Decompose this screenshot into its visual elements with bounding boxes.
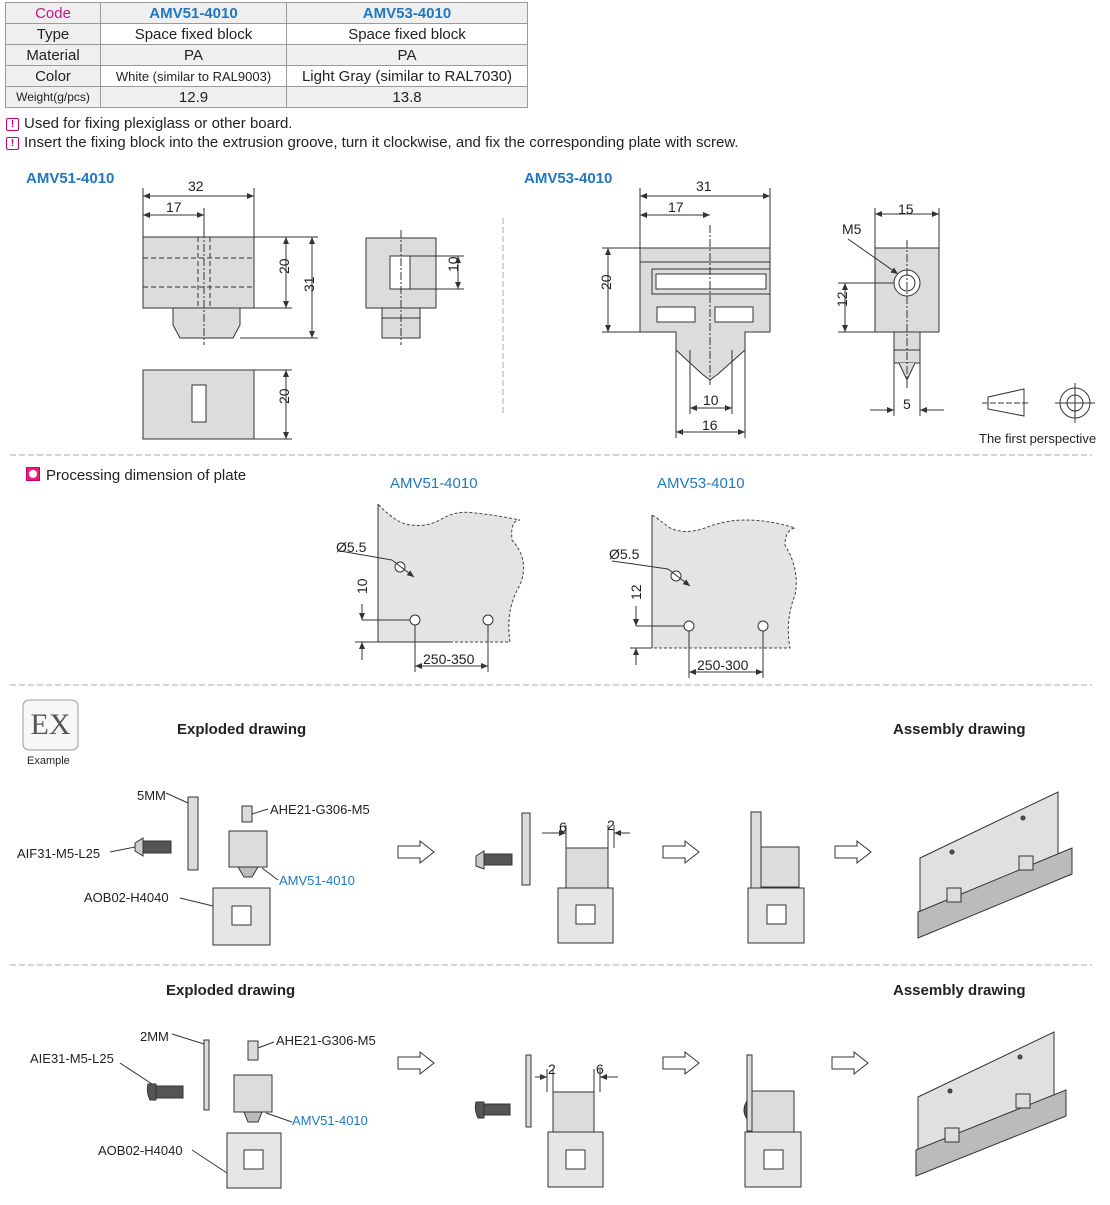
height-51: 10: [354, 578, 370, 594]
gap-a-label: 2: [548, 1061, 556, 1077]
example-row-2-labels: 2MM AHE21-G306-M5 AIE31-M5-L25 AMV51-401…: [30, 1029, 604, 1158]
dim-10: 10: [703, 392, 719, 408]
exploded-title-2: Exploded drawing: [166, 982, 296, 999]
plate-amv51: [339, 502, 525, 672]
assembly-title-1: Assembly drawing: [893, 721, 1026, 738]
block-label: AMV51-4010: [292, 1113, 368, 1128]
example-row-1-step2: [397, 811, 872, 944]
dim-20: 20: [276, 258, 292, 274]
screw-label: AIF31-M5-L25: [17, 846, 100, 861]
plate-label: 5MM: [137, 788, 166, 803]
height-53: 12: [628, 584, 644, 600]
screw-label: AIE31-M5-L25: [30, 1051, 114, 1066]
gap-b-label: 6: [596, 1061, 604, 1077]
processing-section-title: Processing dimension of plate: [26, 467, 246, 484]
profile-label: AOB02-H4040: [98, 1143, 183, 1158]
example-row-2-assembly: [915, 1031, 1067, 1177]
thread-label: M5: [842, 221, 862, 237]
note-text: Insert the fixing block into the extrusi…: [24, 134, 739, 151]
dim-20: 20: [598, 274, 614, 290]
dim-12: 12: [834, 291, 850, 307]
plate-label: 2MM: [140, 1029, 169, 1044]
dim-20-bottom: 20: [276, 388, 292, 404]
note-2: ! Insert the fixing block into the extrus…: [6, 134, 739, 151]
warning-icon: !: [6, 137, 19, 150]
pitch-51: 250-350: [423, 651, 475, 667]
example-row-2-step2: [397, 1050, 869, 1188]
perspective-label: The first perspective: [979, 431, 1097, 446]
example-row-2-exploded: [119, 1033, 293, 1189]
profile-label: AOB02-H4040: [84, 890, 169, 905]
note-text: Used for fixing plexiglass or other boar…: [24, 115, 293, 132]
amv53-side-dim-labels: 15 M5 12 5: [834, 201, 914, 412]
spec-row-label: Weight(g/pcs): [5, 86, 101, 108]
pitch-53: 250-300: [697, 657, 749, 673]
amv51-front-view: [142, 188, 318, 345]
spec-cell: White (similar to RAL9003): [100, 65, 287, 87]
table-row: Weight(g/pcs) 12.9 13.8: [5, 86, 528, 108]
warning-icon: !: [6, 118, 19, 131]
dim-32: 32: [188, 178, 204, 194]
dim-16: 16: [702, 417, 718, 433]
note-1: ! Used for fixing plexiglass or other boa…: [6, 115, 292, 132]
dim-10-side: 10: [445, 256, 461, 272]
dim-5: 5: [903, 396, 911, 412]
spec-row-label: Color: [5, 65, 101, 87]
drawing-title-amv51: AMV51-4010: [26, 170, 115, 187]
amv53-front-view: [602, 188, 771, 438]
hole-dia-53: Ø5.5: [609, 546, 640, 562]
spec-table: Code AMV51-4010 AMV53-4010 Type Space fi…: [5, 2, 528, 108]
plate-amv53: [611, 514, 797, 678]
nut-label: AHE21-G306-M5: [276, 1033, 376, 1048]
ex-badge-caption: Example: [27, 755, 70, 767]
amv51-front-dim-labels: 32 17 20 31: [166, 178, 317, 292]
plate-dim-labels: Ø5.5 10 250-350 Ø5.5 12 250-300: [336, 539, 749, 673]
spec-cell: PA: [100, 44, 287, 66]
amv53-side-view: [838, 208, 944, 416]
first-perspective-icon: [982, 383, 1095, 423]
dim-17: 17: [166, 199, 182, 215]
spec-header-col1: AMV51-4010: [100, 2, 287, 24]
example-row-1-labels: 5MM AHE21-G306-M5 AIF31-M5-L25 AMV51-401…: [17, 788, 615, 905]
example-row-1-assembly: [917, 791, 1073, 939]
drawing-title-amv53: AMV53-4010: [524, 170, 613, 187]
example-badge: [22, 699, 79, 751]
processing-right-title: AMV53-4010: [657, 475, 745, 492]
exploded-title-1: Exploded drawing: [177, 721, 307, 738]
example-row-1-exploded: [109, 792, 279, 946]
spec-cell: 13.8: [286, 86, 528, 108]
block-label: AMV51-4010: [279, 873, 355, 888]
dim-17: 17: [668, 199, 684, 215]
dim-31: 31: [301, 276, 317, 292]
dim-31: 31: [696, 178, 712, 194]
spec-row-label: Material: [5, 44, 101, 66]
amv51-side-view: [365, 230, 464, 345]
gap-b-label: 2: [607, 817, 615, 833]
amv53-front-dim-labels: 31 17 20 10 16: [598, 178, 719, 433]
spec-cell: Light Gray (similar to RAL7030): [286, 65, 528, 87]
spec-row-label: Type: [5, 23, 101, 45]
hole-dia-51: Ø5.5: [336, 539, 367, 555]
dim-15: 15: [898, 201, 914, 217]
gap-a-label: 6: [559, 819, 567, 835]
section-bullet-icon: [26, 467, 40, 481]
processing-title-text: Processing dimension of plate: [46, 467, 247, 484]
table-row: Material PA PA: [5, 44, 528, 66]
nut-label: AHE21-G306-M5: [270, 802, 370, 817]
ex-badge-text: EX: [30, 708, 71, 741]
spec-header-label: Code: [5, 2, 101, 24]
processing-left-title: AMV51-4010: [390, 475, 478, 492]
table-row: Color White (similar to RAL9003) Light G…: [5, 65, 528, 87]
spec-cell: Space fixed block: [286, 23, 528, 45]
assembly-title-2: Assembly drawing: [893, 982, 1026, 999]
amv51-bottom-view: [142, 369, 292, 440]
